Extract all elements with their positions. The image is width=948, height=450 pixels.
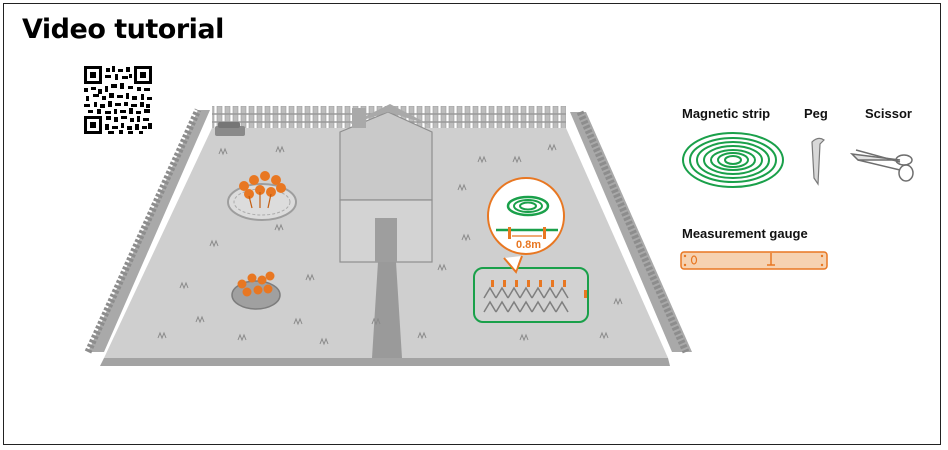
scissor-icon	[849, 149, 914, 182]
measurement-gauge-icon	[680, 251, 828, 270]
peg-icon	[811, 137, 825, 186]
diagram-frame	[3, 3, 941, 445]
house	[339, 104, 433, 263]
house-path	[372, 262, 402, 358]
measurement-gauge-label: Measurement gauge	[682, 226, 808, 241]
magnetic-strip-icon	[682, 132, 784, 188]
distance-label: 0.8m	[516, 239, 541, 251]
flower-bed-small	[231, 271, 281, 310]
right-hedge	[570, 110, 692, 354]
grass-tufts	[157, 143, 623, 346]
magnetic-strip-label: Magnetic strip	[682, 106, 771, 121]
peg-label: Peg	[804, 106, 828, 121]
left-hedge	[84, 108, 210, 354]
callout-bubble: 0.8m	[487, 177, 565, 274]
vegetable-patch	[473, 267, 589, 323]
strip-roll-icon	[506, 195, 550, 217]
lawn-front-edge	[100, 358, 670, 366]
charging-station	[215, 122, 245, 136]
flower-bed-round	[227, 171, 297, 221]
qr-code-icon[interactable]	[84, 66, 152, 134]
scissor-label: Scissor	[865, 106, 912, 121]
page-title: Video tutorial	[22, 14, 224, 45]
